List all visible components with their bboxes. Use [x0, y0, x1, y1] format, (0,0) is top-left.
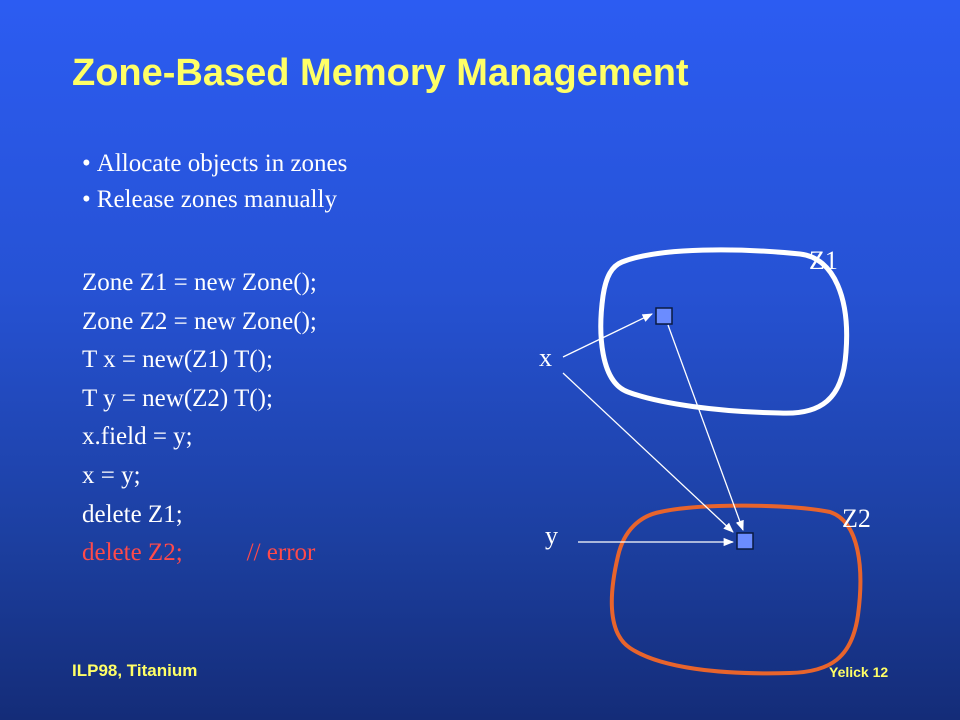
code-comment: // error: [246, 539, 316, 567]
code-line: delete Z1;: [82, 496, 317, 535]
code-text: T x = new(Z1) T();: [82, 346, 273, 374]
bullet-icon: •: [82, 150, 91, 177]
code-text: x.field = y;: [82, 423, 193, 451]
slide-title: Zone-Based Memory Management: [72, 52, 689, 94]
footer-left-text: ILP98, Titanium: [72, 661, 198, 680]
bullet-text: Release zones manually: [96, 186, 337, 213]
code-line-error: delete Z2; // error: [82, 534, 317, 573]
bullet-item: •Allocate objects in zones: [82, 146, 347, 182]
zone-z1-label: Z1: [809, 246, 838, 275]
bullet-text: Allocate objects in zones: [96, 150, 348, 177]
variable-x-label: x: [539, 343, 552, 372]
code-block: Zone Z1 = new Zone(); Zone Z2 = new Zone…: [82, 264, 317, 573]
variable-y-label: y: [545, 521, 558, 550]
zone-z2-label: Z2: [842, 504, 871, 533]
code-line: x = y;: [82, 457, 317, 496]
object-in-z2: [736, 532, 754, 550]
code-text: T y = new(Z2) T();: [82, 384, 273, 412]
arrow-x-to-z1-object: [562, 313, 653, 358]
code-text: Zone Z1 = new Zone();: [82, 269, 317, 296]
arrow-x-to-z2-object: [562, 372, 734, 533]
zone-z2-outline: [609, 503, 863, 676]
code-text: delete Z1;: [82, 500, 183, 528]
code-line: T y = new(Z2) T();: [82, 380, 317, 419]
code-text: delete Z2;: [82, 539, 183, 567]
object-in-z1: [655, 307, 673, 325]
bullet-list: •Allocate objects in zones •Release zone…: [82, 146, 347, 218]
code-line: Zone Z1 = new Zone();: [82, 264, 317, 303]
arrow-field-to-z2-object: [667, 324, 744, 531]
code-line: Zone Z2 = new Zone();: [82, 303, 317, 342]
code-text: x = y;: [82, 461, 141, 489]
code-line: x.field = y;: [82, 418, 317, 457]
code-line: T x = new(Z1) T();: [82, 341, 317, 380]
code-text: Zone Z2 = new Zone();: [82, 307, 317, 335]
zone-z1-outline: [598, 247, 850, 416]
bullet-item: •Release zones manually: [82, 182, 347, 218]
bullet-icon: •: [82, 186, 91, 213]
footer-right-text: Yelick 12: [829, 664, 889, 680]
